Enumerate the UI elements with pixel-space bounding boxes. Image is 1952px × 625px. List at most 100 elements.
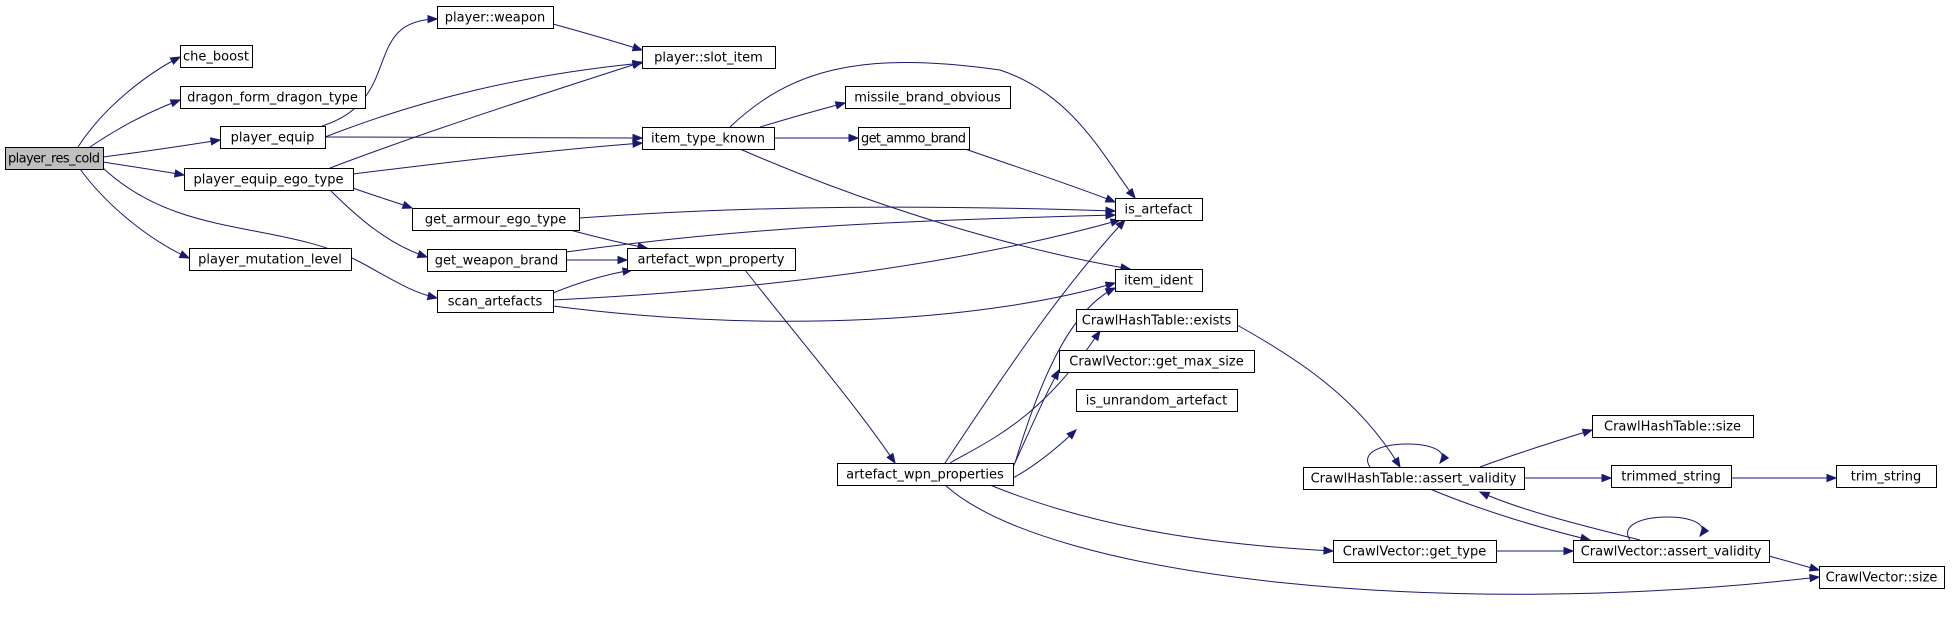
edge-artefact_wpn_properties-to-item_ident <box>1014 287 1117 464</box>
node-missile-brand-obvious[interactable]: missile_brand_obvious <box>845 86 1011 109</box>
node-box <box>642 46 776 69</box>
node-trimmed-string[interactable]: trimmed_string <box>1611 465 1732 488</box>
edge-player_equip_ego_type-to-get_weapon_brand <box>329 189 429 259</box>
node-box <box>837 463 1014 486</box>
node-crawlhashtable-size[interactable]: CrawlHashTable::size <box>1592 415 1754 438</box>
arrowhead <box>1601 473 1613 483</box>
node-box <box>5 147 104 170</box>
arrowhead <box>173 169 186 178</box>
edge-artefact_wpn_properties-to-crawlvector_get_type <box>989 484 1335 555</box>
node-label: CrawlVector::assert_validity <box>1581 545 1762 560</box>
node-crawlhashtable-exists[interactable]: CrawlHashTable::exists <box>1076 309 1238 332</box>
edge-line <box>352 142 643 175</box>
edge-line <box>102 167 438 299</box>
node-box <box>1115 269 1203 292</box>
edge-line <box>1479 429 1593 468</box>
node-label: CrawlHashTable::size <box>1604 420 1741 435</box>
node-crawlhashtable-assert-validity[interactable]: CrawlHashTable::assert_validity <box>1303 467 1525 490</box>
node-player-equip[interactable]: player_equip <box>220 126 326 149</box>
edge-artefact_wpn_properties-to-crawlvector_size <box>944 484 1821 595</box>
node-player-slot-item[interactable]: player::slot_item <box>642 46 776 69</box>
node-box <box>1592 415 1754 438</box>
arrowhead <box>631 60 644 69</box>
node-item-type-known[interactable]: item_type_known <box>642 127 775 150</box>
edge-line <box>1014 287 1116 464</box>
edge-line <box>944 484 1820 595</box>
edge-line <box>324 62 643 138</box>
arrowhead <box>1391 456 1401 469</box>
arrowhead <box>1115 218 1126 230</box>
node-get-weapon-brand[interactable]: get_weapon_brand <box>427 249 567 272</box>
node-box <box>412 208 580 231</box>
arrowhead <box>1104 281 1117 290</box>
arrowhead <box>1826 473 1838 483</box>
edge-line <box>1236 324 1401 468</box>
edge-line <box>989 484 1334 552</box>
node-artefact-wpn-properties[interactable]: artefact_wpn_properties <box>837 463 1014 486</box>
edge-line <box>329 61 643 169</box>
node-scan-artefacts[interactable]: scan_artefacts <box>437 290 554 313</box>
node-box <box>220 126 326 149</box>
node-label: get_armour_ego_type <box>425 213 566 228</box>
edge-artefact_wpn_properties-to-is_unrandom_artefact <box>1012 429 1077 479</box>
node-label: CrawlVector::get_type <box>1343 545 1486 560</box>
arrowhead <box>427 14 439 24</box>
node-is-unrandom-artefact[interactable]: is_unrandom_artefact <box>1076 389 1238 412</box>
arrowhead <box>1091 329 1101 342</box>
arrowhead <box>632 133 644 143</box>
node-box <box>858 127 970 150</box>
node-player-mutation-level[interactable]: player_mutation_level <box>189 248 352 271</box>
node-artefact-wpn-property[interactable]: artefact_wpn_property <box>627 248 796 271</box>
node-crawlvector-size[interactable]: CrawlVector::size <box>1819 566 1945 589</box>
edge-line <box>1479 491 1641 541</box>
node-box <box>189 248 352 271</box>
node-box <box>845 86 1011 109</box>
arrowhead <box>848 133 860 143</box>
node-get-armour-ego-type[interactable]: get_armour_ego_type <box>412 208 580 231</box>
edge-scan_artefacts-to-item_ident <box>552 281 1117 322</box>
edge-artefact_wpn_properties-to-is_artefact <box>944 218 1126 464</box>
node-box <box>1836 465 1937 488</box>
node-is-artefact[interactable]: is_artefact <box>1115 198 1203 221</box>
node-crawlvector-get-type[interactable]: CrawlVector::get_type <box>1333 540 1497 563</box>
node-dragon-form-dragon-type[interactable]: dragon_form_dragon_type <box>180 86 366 109</box>
edge-player_res_cold-to-player_equip <box>102 137 222 158</box>
arrowhead <box>209 137 222 146</box>
edge-item_type_known-to-missile_brand_obvious <box>759 101 847 128</box>
edge-player_res_cold-to-player_equip_ego_type <box>102 161 186 178</box>
arrowhead <box>1478 491 1491 500</box>
node-item-ident[interactable]: item_ident <box>1115 269 1203 292</box>
edge-crawlhashtable_assert_validity-to-crawlhashtable_assert_validity <box>1367 443 1450 468</box>
node-crawlvector-get-max-size[interactable]: CrawlVector::get_max_size <box>1059 350 1255 373</box>
edges-layer <box>77 14 1838 595</box>
edge-line <box>729 62 1136 199</box>
node-get-ammo-brand[interactable]: get_ammo_brand <box>858 127 970 150</box>
node-trim-string[interactable]: trim_string <box>1836 465 1937 488</box>
node-box <box>1115 198 1203 221</box>
node-box <box>1819 566 1945 589</box>
node-box <box>180 86 366 109</box>
arrowhead <box>1563 546 1575 556</box>
node-box <box>427 249 567 272</box>
edge-line <box>324 136 643 139</box>
nodes-layer: player_res_cold che_boost dragon_form_drag… <box>5 6 1945 589</box>
arrowhead <box>1104 287 1117 296</box>
node-player-weapon[interactable]: player::weapon <box>437 6 554 29</box>
node-label: player::slot_item <box>654 51 763 66</box>
node-crawlvector-assert-validity[interactable]: CrawlVector::assert_validity <box>1573 540 1770 563</box>
node-box <box>1059 350 1255 373</box>
edge-get_armour_ego_type-to-is_artefact <box>578 206 1117 219</box>
node-player-res-cold[interactable]: player_res_cold <box>5 147 104 170</box>
edge-crawlvector_get_type-to-crawlvector_assert_validity <box>1496 546 1575 556</box>
edge-crawlvector_assert_validity-to-crawlvector_size <box>1768 555 1821 572</box>
node-che-boost[interactable]: che_boost <box>180 45 253 68</box>
node-label: item_ident <box>1124 274 1193 289</box>
node-player-equip-ego-type[interactable]: player_equip_ego_type <box>184 168 354 191</box>
edge-line <box>321 18 438 127</box>
node-box <box>180 45 253 68</box>
node-label: player_mutation_level <box>198 253 342 268</box>
node-label: player::weapon <box>445 11 545 26</box>
edge-player_res_cold-to-player_mutation_level <box>79 168 191 259</box>
edge-line <box>1429 488 1591 541</box>
